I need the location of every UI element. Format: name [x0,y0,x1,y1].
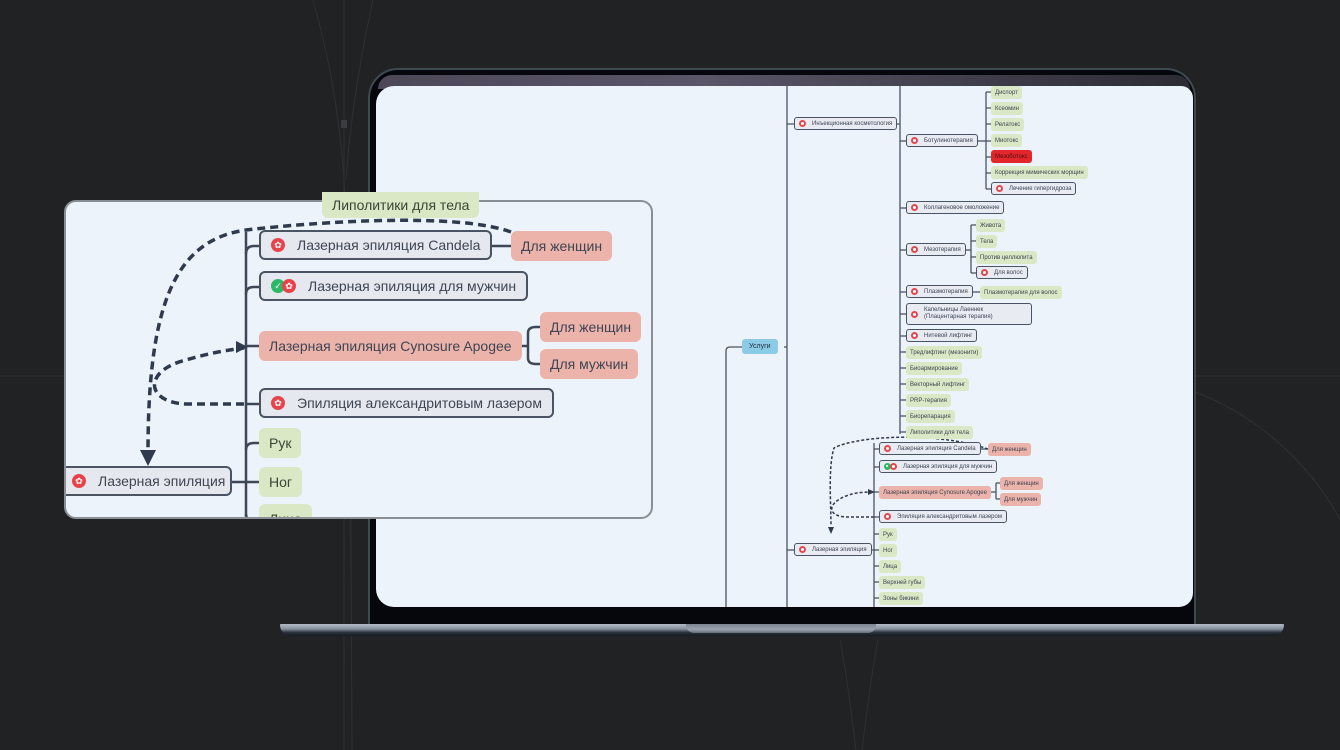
node-botox-item[interactable]: Диспорт [991,86,1022,99]
node-cynosure-women[interactable]: Для женщин [1000,477,1043,490]
star-marker-icon [911,288,918,295]
node-mesotherapy[interactable]: Мезотерапия [906,243,966,256]
mindmap-connectors [725,86,1000,607]
check-icon [884,463,891,470]
node-botox-item[interactable]: Лечение гипергидроза [991,182,1077,195]
node-laser-cynosure[interactable]: Лазерная эпиляция Cynosure Apogee [879,486,991,499]
zoom-node-laser-epilation[interactable]: Лазерная эпиляция [66,466,232,496]
node-injection-item[interactable]: Биоармирование [906,362,962,375]
node-zone[interactable]: Лица [879,560,902,573]
star-marker-icon [911,204,918,211]
zoom-node-lipolitiki[interactable]: Липолитики для тела [322,192,480,218]
laptop-bezel [378,75,1190,89]
node-injection-item[interactable]: Векторный лифтинг [906,378,970,391]
star-marker-icon [72,472,86,490]
star-marker-icon [271,394,285,412]
star-marker-icon [911,137,918,144]
node-injection-item[interactable]: Биорепарация [906,410,955,423]
node-botox-item[interactable]: Релатокс [991,118,1025,131]
node-botox[interactable]: Ботулинотерапия [906,134,978,147]
star-marker-icon [884,513,891,520]
star-marker-icon [884,445,891,452]
node-meso-item[interactable]: Против целлюлита [976,251,1037,264]
zoom-node-candela-women[interactable]: Для женщин [511,231,613,261]
node-injection-item[interactable]: PRP-терапия [906,394,951,407]
star-marker-icon [981,269,988,276]
node-botox-item[interactable]: Миотокс [991,134,1023,147]
node-meso-item[interactable]: Для волос [976,266,1028,279]
node-injection-item[interactable]: Липолитики для тела [906,426,973,439]
star-marker-icon [911,332,918,339]
node-cynosure-men[interactable]: Для мужчин [1000,493,1042,506]
node-meso-item[interactable]: Живота [976,219,1006,232]
node-botox-item[interactable]: Ксеомин [991,102,1023,115]
zoom-node-zone[interactable]: Рук [259,428,302,458]
zoom-node-cynosure-women[interactable]: Для женщин [540,312,642,342]
node-laser-epilation[interactable]: Лазерная эпиляция [794,543,872,556]
star-marker-icon [890,463,897,470]
node-thread-lifting[interactable]: Нитевой лифтинг [906,329,978,342]
node-zone[interactable]: Ног [879,544,897,557]
laptop-hinge-notch [686,624,876,633]
node-botox-item[interactable]: Коррекция мимических морщин [991,166,1088,179]
zoom-node-alexandrite[interactable]: Эпиляция александритовым лазером [259,388,554,418]
node-zone[interactable]: Верхней губы [879,576,926,589]
node-laser-candela[interactable]: Лазерная эпиляция Candela [879,442,981,455]
node-injection-cosmetology[interactable]: Инъекционная косметология [794,117,898,130]
node-botox-item-highlighted[interactable]: Мезоботокс [991,150,1032,163]
node-zone[interactable]: Рук [879,528,897,541]
star-marker-icon [996,185,1003,192]
zoom-node-laser-men[interactable]: Лазерная эпиляция для мужчин [259,271,529,301]
zoom-node-zone[interactable]: Лица [259,504,312,517]
star-marker-icon [799,120,806,127]
node-collagen[interactable]: Коллагеновое омоложение [906,201,1005,214]
node-candela-women[interactable]: Для женщин [988,443,1031,456]
node-meso-item[interactable]: Тела [976,235,998,248]
star-marker-icon [799,546,806,553]
mindmap-root-node[interactable]: Услуги [742,339,778,354]
node-laennec[interactable]: Капельницы Лаеннек (Плацентарная терапия… [906,303,1032,325]
zoom-node-laser-cynosure[interactable]: Лазерная эпиляция Cynosure Apogee [259,331,522,361]
node-laser-men[interactable]: Лазерная эпиляция для мужчин [879,460,998,473]
star-marker-icon [271,236,285,254]
star-marker-icon [911,310,918,318]
zoom-node-laser-candela[interactable]: Лазерная эпиляция Candela [259,230,493,260]
zoom-detail-card: Лазерная эпиляция Candela Для женщин Лаз… [64,200,653,519]
zoom-node-cynosure-men[interactable]: Для мужчин [540,349,639,379]
node-zone[interactable]: Зоны бикини [879,592,923,605]
node-alexandrite[interactable]: Эпиляция александритовым лазером [879,510,1007,523]
node-plasmotherapy[interactable]: Плазмотерапия [906,285,973,298]
node-plasma-hair[interactable]: Плазмотерапия для волос [980,286,1062,299]
zoom-connectors [140,218,540,517]
star-marker-icon [911,246,918,253]
node-injection-item[interactable]: Тредлифтинг (мезонити) [906,346,983,359]
zoom-node-zone[interactable]: Ног [259,467,303,497]
star-marker-icon [282,277,296,295]
